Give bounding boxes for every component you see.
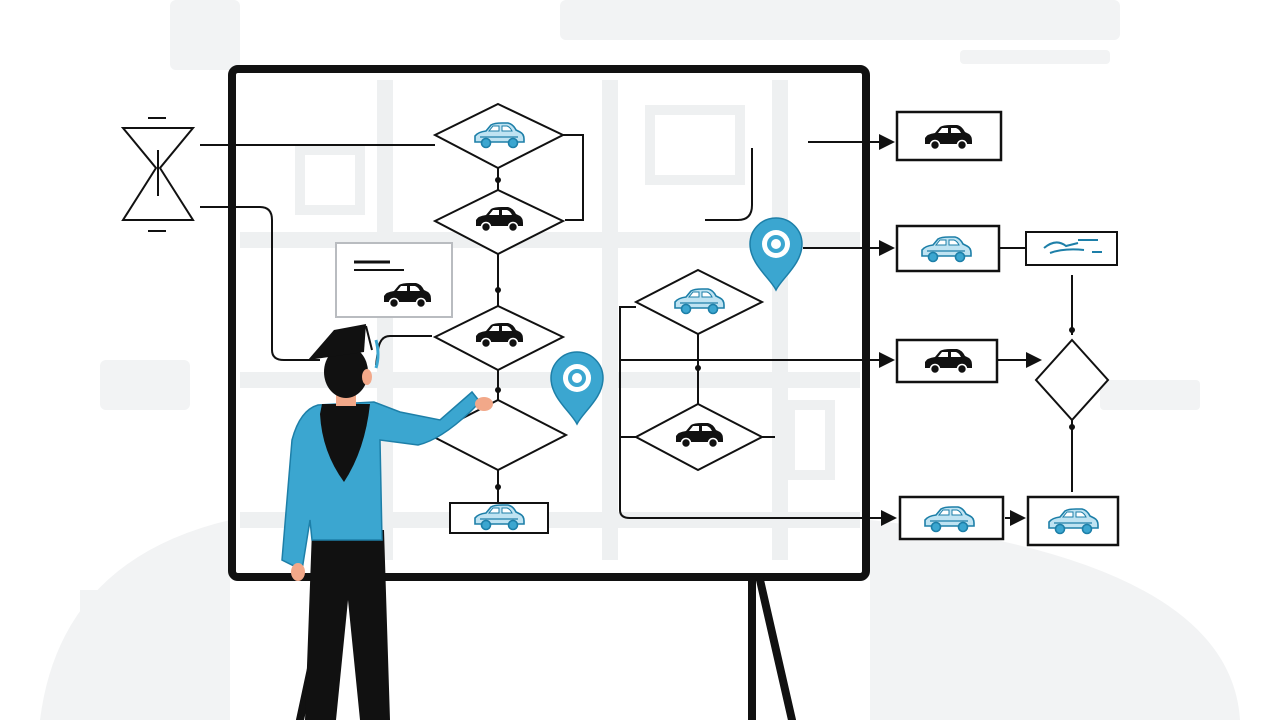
background-ghost-shapes — [40, 0, 1240, 720]
decision-node-1 — [432, 102, 566, 170]
process-box-bottom-center — [449, 502, 549, 534]
process-box-1 — [895, 110, 1003, 162]
decision-node-7 — [1034, 338, 1110, 422]
decision-node-3 — [432, 304, 566, 372]
process-box-3 — [895, 338, 999, 384]
decision-node-6 — [633, 402, 765, 472]
process-box-5 — [1026, 495, 1120, 547]
process-box-4 — [898, 495, 1005, 541]
connector-lines — [200, 134, 1073, 526]
signature-scribble-icon — [1043, 239, 1102, 254]
process-box-signature — [1025, 231, 1118, 266]
decision-node-2 — [432, 188, 566, 256]
note-card — [335, 242, 453, 318]
process-box-2 — [895, 224, 1001, 273]
hourglass-icon — [120, 117, 196, 232]
presenter-figure — [281, 324, 493, 720]
decision-node-5 — [633, 268, 765, 336]
